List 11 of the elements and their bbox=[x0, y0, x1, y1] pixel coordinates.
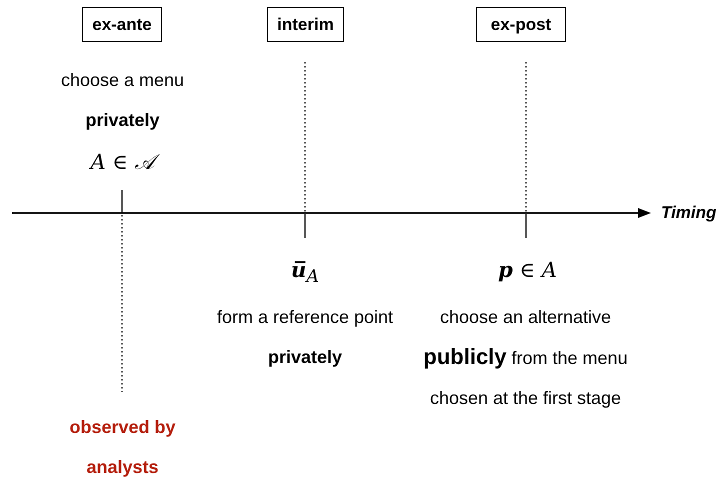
stage-box: interim bbox=[267, 7, 344, 42]
stage-box: ex-post bbox=[476, 7, 566, 42]
note-text: observed by analysts bbox=[68, 416, 177, 479]
stage-description: choose a menu privately bbox=[60, 69, 186, 132]
math-expression: p ∈ A bbox=[497, 256, 558, 284]
stage-box: ex-ante bbox=[82, 7, 162, 42]
axis-label: Timing bbox=[661, 202, 718, 224]
stage-description: choose an alternative publicly from the menu chosen at the first stage bbox=[422, 306, 629, 410]
stage-description: form a reference point privately bbox=[216, 306, 394, 369]
math-expression: A ∈ 𝒜 bbox=[60, 147, 185, 177]
math-expression: u̅$_{A}$ bbox=[290, 256, 320, 290]
